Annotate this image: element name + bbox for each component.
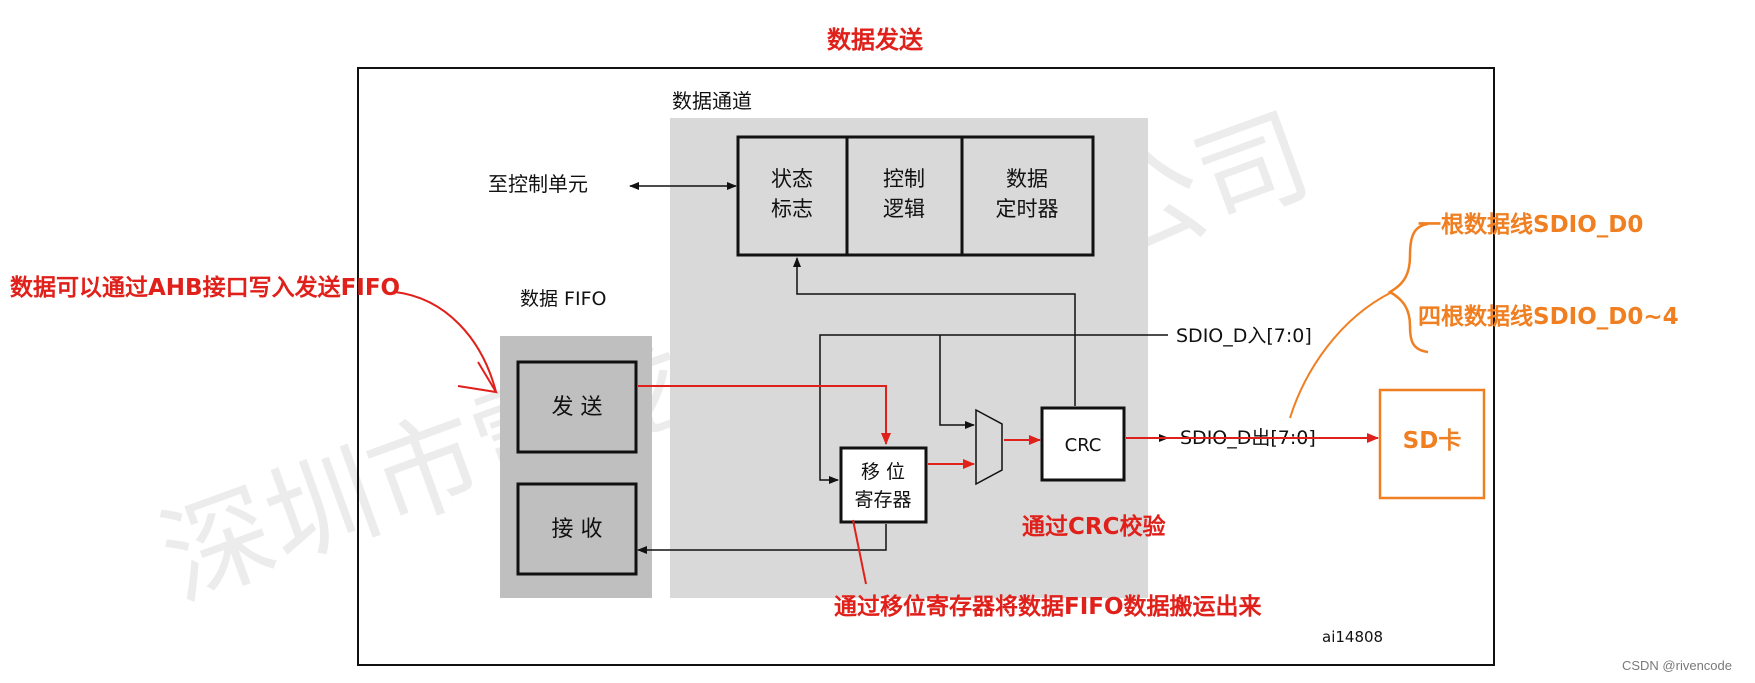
shift-register-box bbox=[839, 446, 928, 524]
diagram-title: 数据发送 bbox=[827, 26, 924, 54]
one-line-annotation: 一根数据线SDIO_D0 bbox=[1418, 211, 1643, 238]
multiplexer bbox=[975, 408, 1003, 486]
red-shift-pointer bbox=[852, 519, 867, 585]
orange-pointer-curve bbox=[1289, 291, 1393, 419]
ahb-annotation: 数据可以通过AHB接口写入发送FIFO bbox=[10, 274, 400, 301]
status-flag-box-line1: 状态 bbox=[771, 167, 813, 191]
top-box-group bbox=[736, 135, 1095, 257]
crc-box bbox=[1040, 406, 1126, 482]
sd-card-label: SD卡 bbox=[1403, 428, 1462, 454]
shift-annotation: 通过移位寄存器将数据FIFO数据搬运出来 bbox=[834, 593, 1263, 620]
figure-id: ai14808 bbox=[1322, 628, 1383, 646]
send-box bbox=[516, 360, 638, 454]
sdio-in-bus bbox=[819, 334, 1168, 484]
crc-box-label: CRC bbox=[1065, 435, 1102, 456]
crc-to-status-line bbox=[793, 257, 1076, 406]
credit-text: CSDN @rivencode bbox=[1622, 658, 1732, 673]
control-logic-box-line1: 控制 bbox=[883, 167, 925, 191]
red-send-to-shift-path bbox=[638, 385, 891, 445]
receive-box-label: 接 收 bbox=[552, 517, 603, 542]
sd-card-box bbox=[1378, 388, 1486, 500]
sdio-in-label: SDIO_D入[7:0] bbox=[1176, 325, 1312, 347]
sdio-in-to-mux bbox=[939, 335, 975, 429]
red-ahb-curve-arrow bbox=[394, 291, 497, 393]
red-ahb-arrowhead bbox=[457, 361, 498, 394]
orange-brace bbox=[1387, 222, 1429, 354]
data-path-label: 数据通道 bbox=[672, 89, 752, 113]
send-box-label: 发 送 bbox=[552, 395, 603, 420]
receive-box bbox=[516, 482, 638, 576]
data-timer-box-line2: 定时器 bbox=[996, 197, 1059, 221]
fifo-label: 数据 FIFO bbox=[520, 288, 606, 310]
shift-register-line1: 移 位 bbox=[861, 461, 905, 483]
status-flag-box-line2: 标志 bbox=[771, 197, 813, 221]
control-unit-label: 至控制单元 bbox=[488, 172, 588, 196]
crc-annotation: 通过CRC校验 bbox=[1022, 513, 1165, 540]
outer-frame bbox=[357, 67, 1495, 666]
data-timer-box-line1: 数据 bbox=[1006, 167, 1048, 191]
shift-register-line2: 寄存器 bbox=[854, 489, 911, 511]
four-lines-annotation: 四根数据线SDIO_D0~4 bbox=[1418, 303, 1679, 330]
control-logic-box-line2: 逻辑 bbox=[883, 197, 925, 221]
shift-to-receive-line bbox=[637, 524, 887, 554]
